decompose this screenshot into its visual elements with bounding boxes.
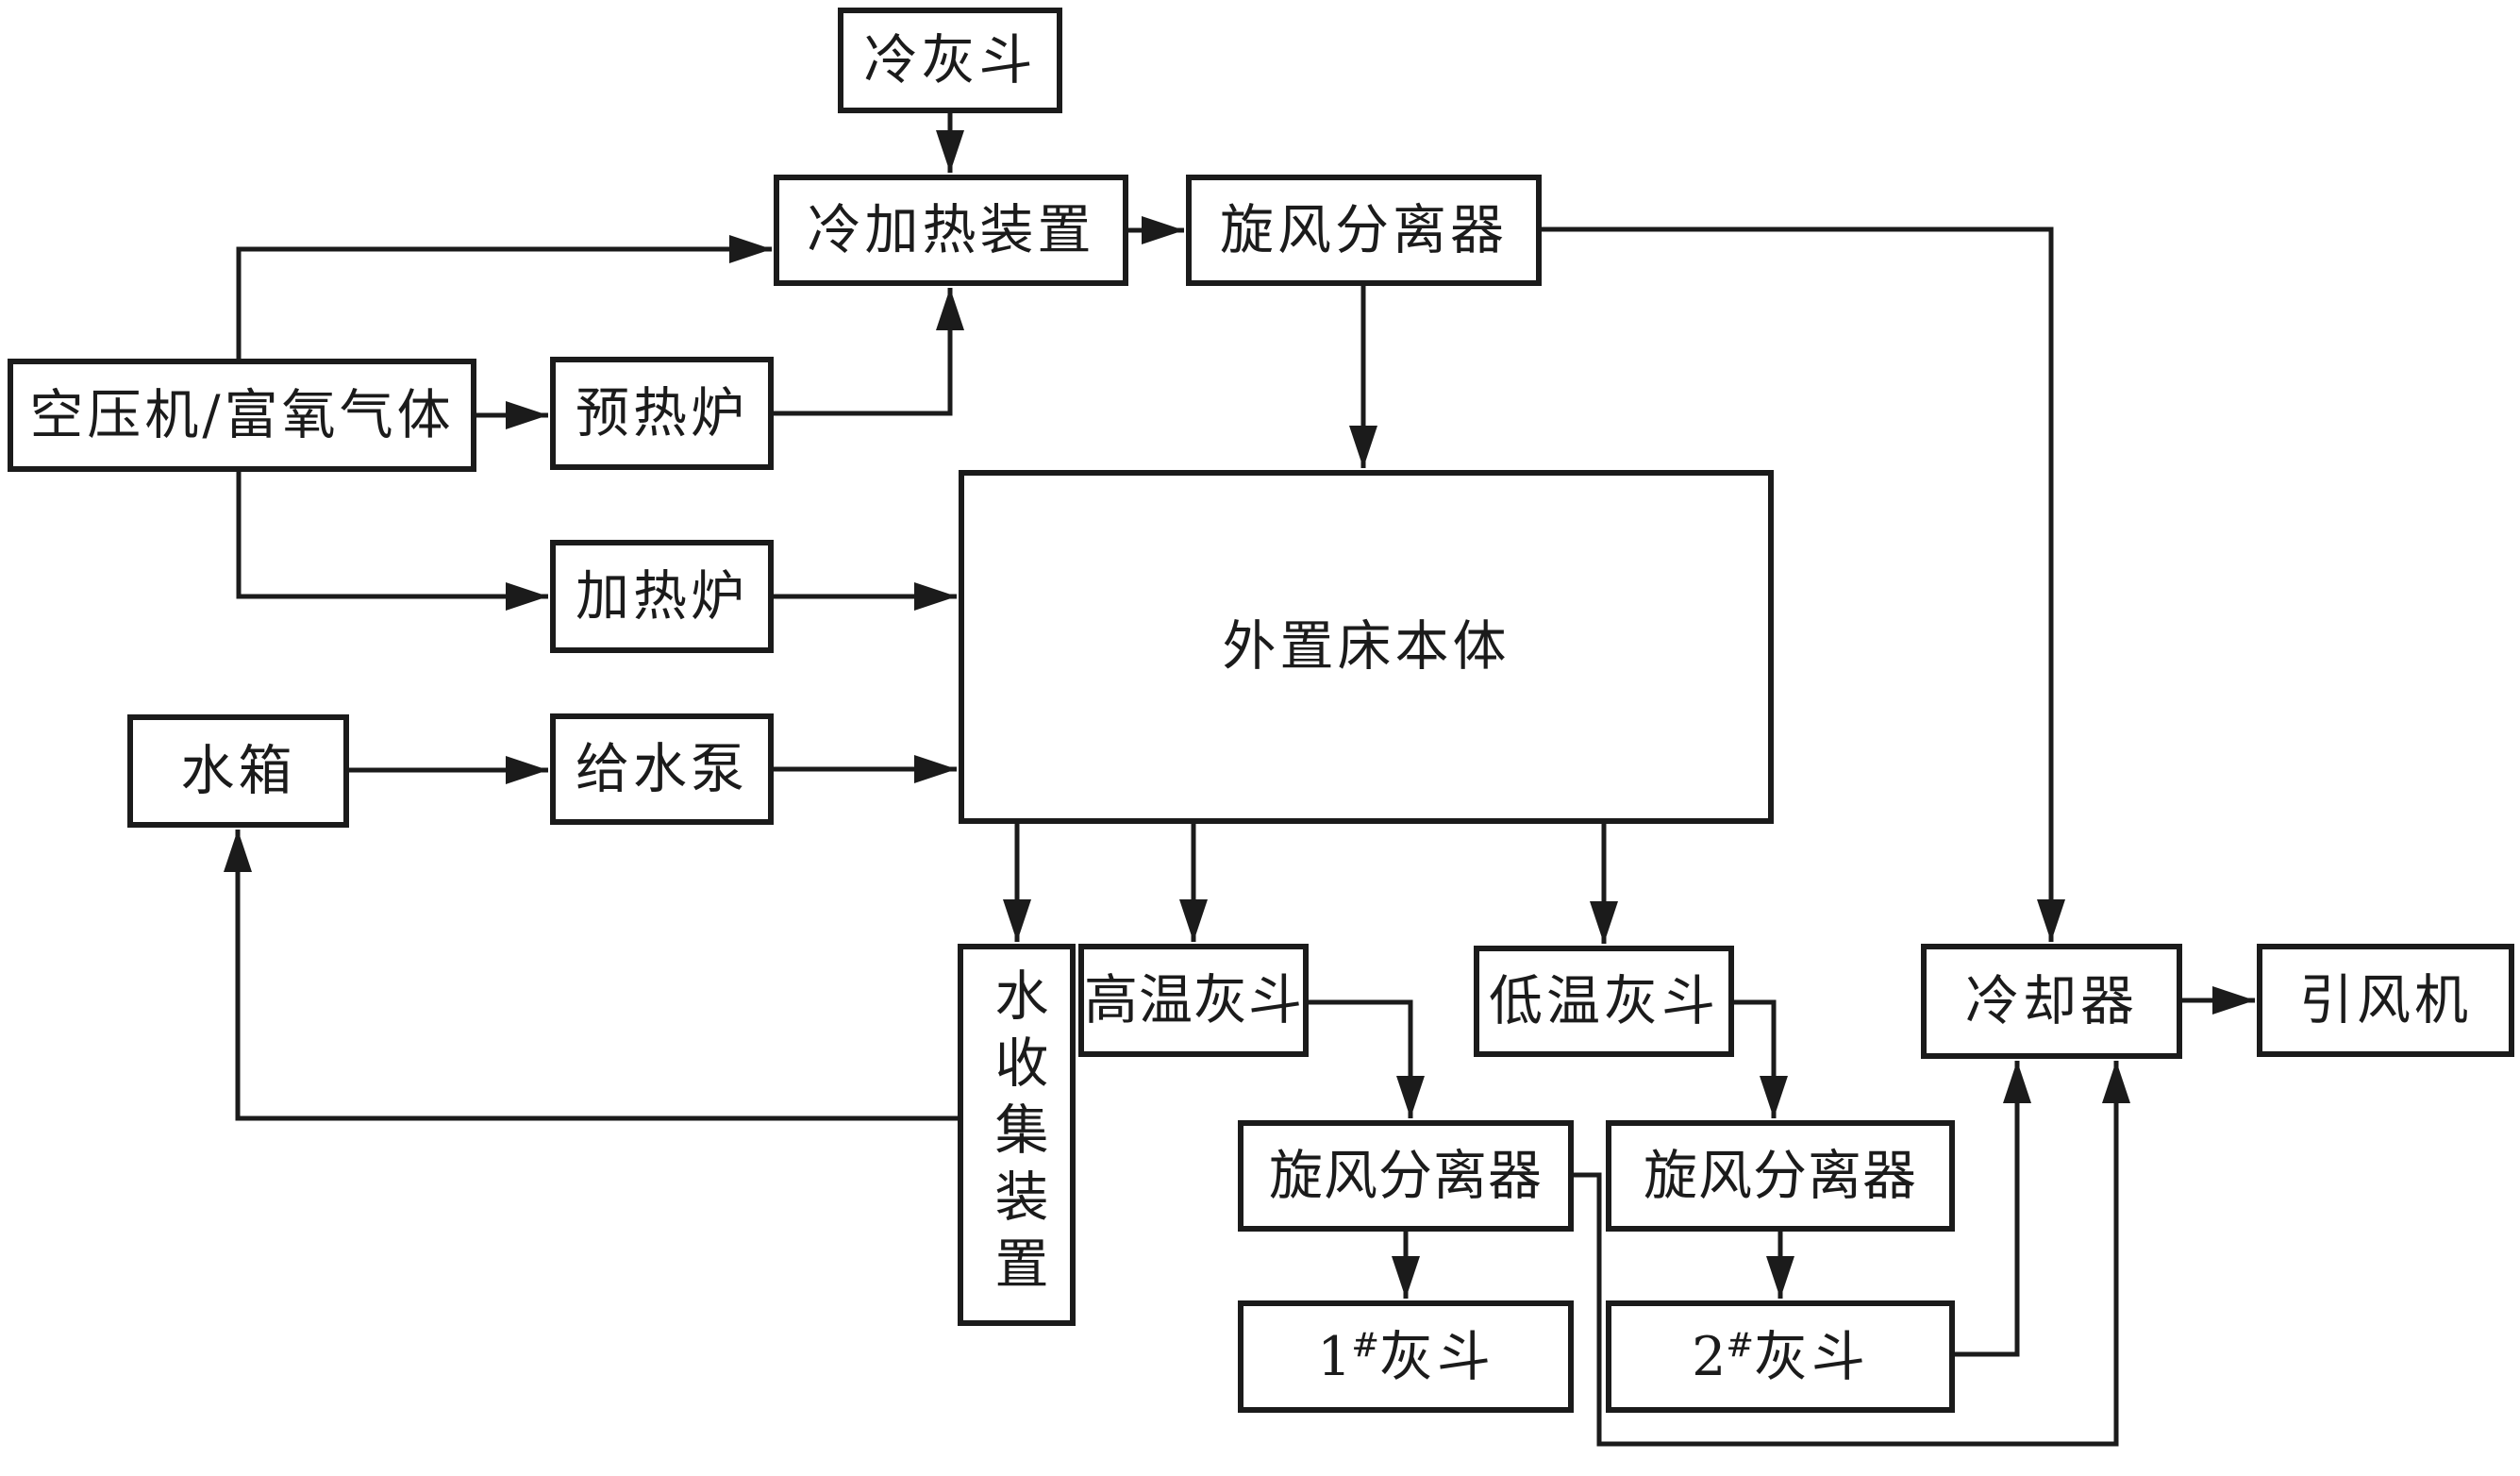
edge-preheater-to-cold-heating xyxy=(774,288,964,416)
node-external-bed-body: 外置床本体 xyxy=(959,470,1774,824)
node-label: 高温灰斗 xyxy=(1084,968,1303,1032)
hopper-number-mark: # xyxy=(1726,1326,1754,1365)
edge-water-collector-to-tank xyxy=(224,830,958,1121)
node-label: 2#灰斗 xyxy=(1692,1329,1869,1384)
node-air-compressor-oxygen-gas: 空压机/富氧气体 xyxy=(8,359,476,472)
node-cooler: 冷却器 xyxy=(1921,944,2182,1059)
node-label: 旋风分离器 xyxy=(1269,1144,1543,1207)
node-ash-hopper-2: 2#灰斗 xyxy=(1606,1300,1955,1413)
edge-cyclone-top-to-cooler xyxy=(1542,226,2065,942)
node-water-collection-device: 水收集装置 xyxy=(958,944,1076,1326)
node-water-tank: 水箱 xyxy=(127,714,349,828)
node-label: 外置床本体 xyxy=(1222,615,1510,678)
hopper-number-mark: # xyxy=(1351,1326,1379,1365)
hopper-text: 灰斗 xyxy=(1378,1326,1494,1388)
node-cyclone-separator-top: 旋风分离器 xyxy=(1186,175,1542,286)
node-label: 空压机/富氧气体 xyxy=(29,383,455,446)
node-preheating-furnace: 预热炉 xyxy=(550,357,774,470)
node-label: 引风机 xyxy=(2299,968,2472,1032)
node-heating-furnace: 加热炉 xyxy=(550,540,774,653)
node-label: 旋风分离器 xyxy=(1644,1144,1917,1207)
hopper-number: 1 xyxy=(1317,1326,1352,1388)
edge-cyclone-1-to-cooler xyxy=(1574,1061,2130,1447)
node-label: 冷却器 xyxy=(1965,969,2138,1032)
node-label: 低温灰斗 xyxy=(1489,969,1719,1032)
hopper-number: 2 xyxy=(1692,1326,1727,1388)
node-cold-ash-hopper: 冷灰斗 xyxy=(838,8,1062,113)
node-low-temp-ash-hopper: 低温灰斗 xyxy=(1474,946,1734,1057)
node-label: 预热炉 xyxy=(576,381,748,444)
node-label: 旋风分离器 xyxy=(1220,198,1508,261)
node-cold-heating-device: 冷加热装置 xyxy=(774,175,1128,286)
node-label: 给水泵 xyxy=(576,737,748,800)
node-induced-draft-fan: 引风机 xyxy=(2257,944,2514,1057)
node-high-temp-ash-hopper: 高温灰斗 xyxy=(1078,944,1309,1057)
node-cyclone-separator-2: 旋风分离器 xyxy=(1606,1120,1955,1232)
node-ash-hopper-1: 1#灰斗 xyxy=(1238,1300,1574,1413)
edge-ash-hopper-2-to-cooler xyxy=(1955,1061,2031,1357)
node-feed-water-pump: 给水泵 xyxy=(550,713,774,825)
node-cyclone-separator-1: 旋风分离器 xyxy=(1238,1120,1574,1232)
node-label: 水箱 xyxy=(180,739,296,802)
edge-compressor-to-cold-heating xyxy=(236,235,772,359)
edge-high-temp-hopper-to-cyclone-1 xyxy=(1309,999,1425,1118)
node-label: 水收集装置 xyxy=(986,967,1048,1302)
node-label: 1#灰斗 xyxy=(1317,1329,1494,1384)
node-label: 加热炉 xyxy=(576,564,748,628)
node-label: 冷灰斗 xyxy=(863,28,1037,92)
node-label: 冷加热装置 xyxy=(807,198,1095,261)
hopper-text: 灰斗 xyxy=(1753,1326,1869,1388)
edge-low-temp-hopper-to-cyclone-2 xyxy=(1734,999,1788,1118)
edge-compressor-to-heater xyxy=(236,472,548,611)
